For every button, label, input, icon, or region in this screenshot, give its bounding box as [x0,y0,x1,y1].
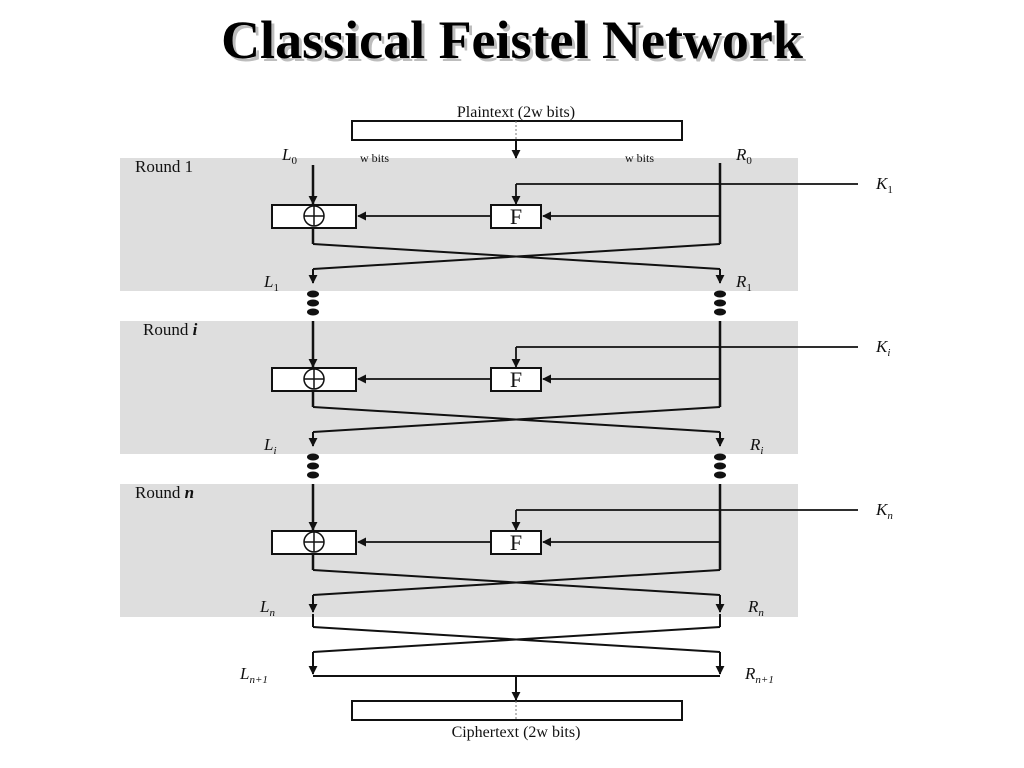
right-w-bits: w bits [625,151,654,165]
ri-label: Ri [749,435,763,457]
rn-label: Rn [747,597,764,619]
l0-label: L0 [281,145,297,167]
r1-label: R1 [735,272,752,294]
continuation-dots-1 [307,290,726,316]
li-label: Li [263,435,277,457]
key-1-label: K1 [875,174,893,196]
svg-text:F: F [510,204,522,229]
continuation-dots-2 [307,453,726,479]
round-i-panel [120,321,798,454]
ciphertext-label: Ciphertext (2w bits) [452,724,581,741]
svg-text:F: F [510,367,522,392]
svg-text:F: F [510,530,522,555]
round-n-panel [120,484,798,617]
final-swap-right [312,626,721,653]
round-i-title: Round i [143,320,198,339]
round-n-title: Round n [135,483,194,502]
r0-label: R0 [735,145,752,167]
l1-label: L1 [263,272,279,294]
key-i-label: Ki [875,337,890,359]
round-1-panel [120,158,798,291]
page-title: Classical Feistel Network [221,10,803,70]
ln1-label: Ln+1 [239,664,268,686]
plaintext-label: Plaintext (2w bits) [457,104,575,121]
plaintext-block [351,120,683,141]
round-1-title: Round 1 [135,157,193,176]
key-n-label: Kn [875,500,893,522]
ciphertext-block [351,700,683,721]
rn1-label: Rn+1 [744,664,774,686]
left-w-bits: w bits [360,151,389,165]
ln-label: Ln [259,597,275,619]
